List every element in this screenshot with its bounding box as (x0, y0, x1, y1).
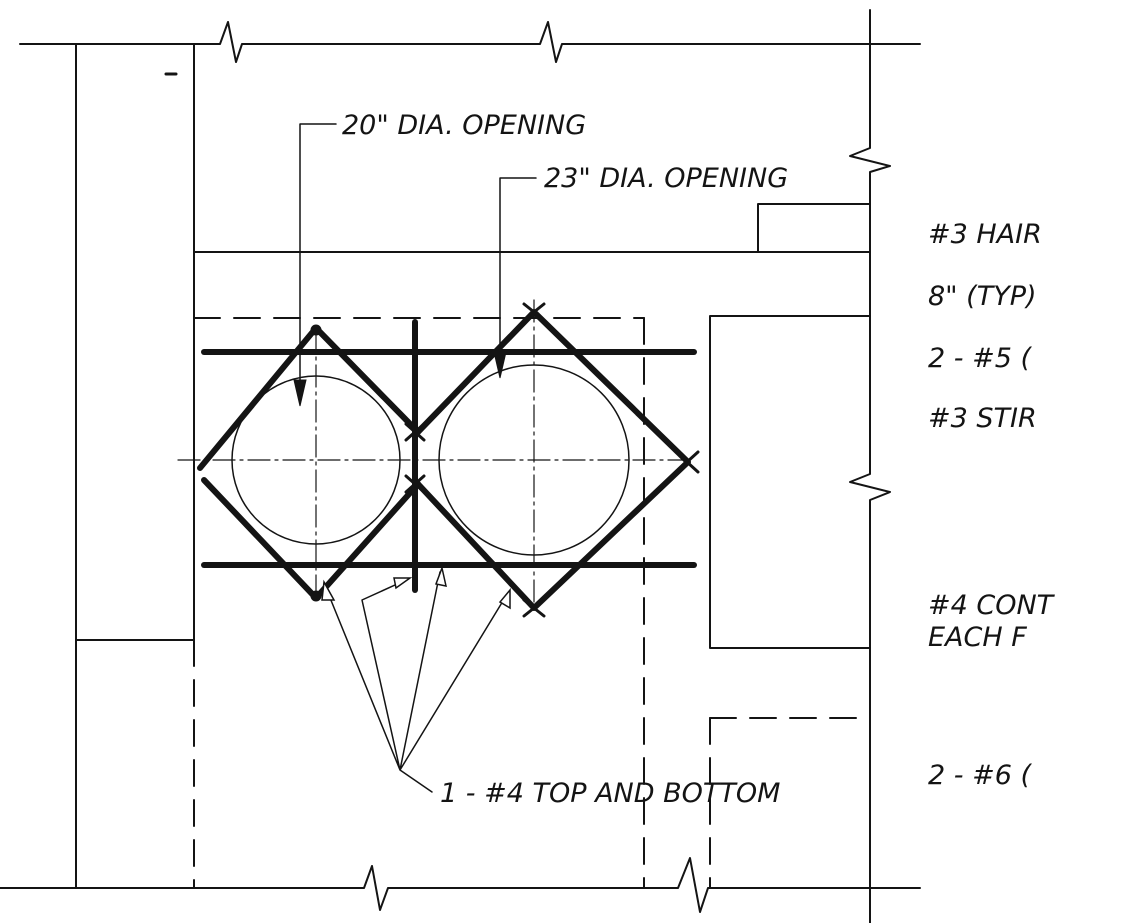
side-note-two-5-bars: 2 - #5 ( (928, 343, 1032, 374)
bar-end-marks (404, 302, 700, 618)
side-note-typical: 8" (TYP) (928, 281, 1037, 312)
bars-arrowhead-2 (393, 577, 413, 590)
bottom-edge-line (0, 857, 921, 913)
side-note-hairpin: #3 HAIR (928, 219, 1042, 250)
dashed-lines (193, 317, 871, 889)
opening-20-arrowhead (293, 379, 307, 407)
opening-23-arrowhead (493, 351, 507, 379)
bar-end-dot-top (310, 324, 322, 336)
right-panel (709, 315, 871, 649)
side-note-4-continuous: #4 CONT (928, 590, 1056, 621)
opening-23-leader (499, 177, 537, 375)
bars-leader-lines (325, 571, 507, 793)
right-edge-line (849, 9, 891, 923)
structure-lines (0, 9, 921, 923)
bars-arrowhead-1 (321, 579, 336, 601)
side-note-stirrups: #3 STIR (928, 403, 1037, 434)
side-notes: #3 HAIR 8" (TYP) 2 - #5 ( #3 STIR #4 CON… (928, 219, 1056, 791)
bars-arrowhead-3 (434, 565, 447, 587)
opening-23-label: 23" DIA. OPENING (544, 163, 788, 194)
leaders (293, 123, 537, 793)
opening-20-leader (299, 123, 337, 403)
labels: 20" DIA. OPENING 23" DIA. OPENING 1 - #4… (342, 110, 788, 809)
bars-top-bottom-label: 1 - #4 TOP AND BOTTOM (440, 778, 780, 809)
side-note-two-6-bars: 2 - #6 ( (928, 760, 1032, 791)
bars-arrowhead-4 (498, 587, 511, 610)
side-note-each-face: EACH F (928, 622, 1027, 653)
bar-end-dot-bottom (310, 590, 322, 602)
top-block (757, 203, 871, 253)
opening-20-label: 20" DIA. OPENING (342, 110, 586, 141)
top-edge-line (19, 21, 921, 63)
